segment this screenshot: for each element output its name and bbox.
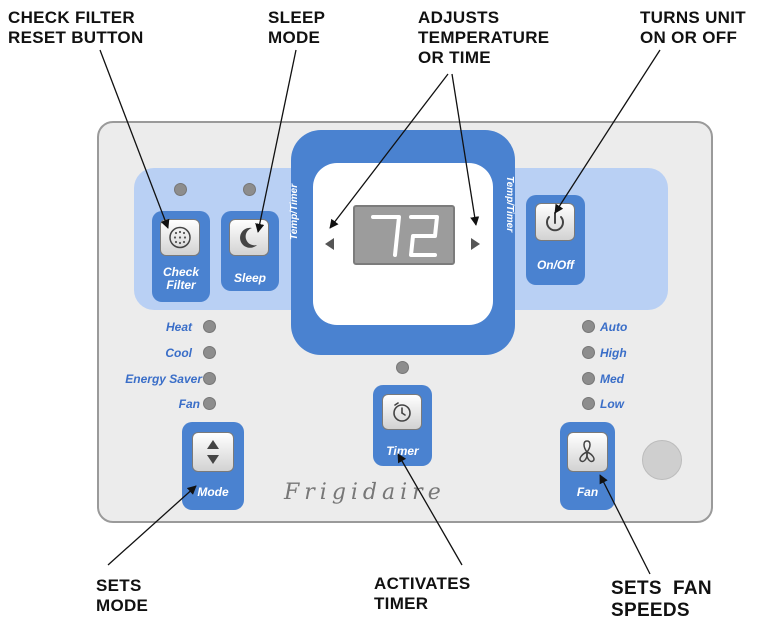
leader-sleep: [255, 49, 297, 233]
remote-sensor: [642, 440, 682, 480]
mode-option-energy-saver: Energy Saver: [125, 372, 202, 386]
auto-led: [582, 320, 595, 333]
fan-option-high: High: [600, 346, 627, 360]
fan-mode-led: [203, 397, 216, 410]
mode-option-cool: Cool: [165, 346, 192, 360]
mode-face[interactable]: [192, 432, 234, 472]
mode-option-heat: Heat: [165, 320, 192, 334]
moon-icon: [240, 227, 257, 248]
callout-activates-timer: ACTIVATES TIMER: [374, 574, 471, 613]
leader-power: [554, 49, 661, 214]
power-face[interactable]: [535, 203, 575, 241]
callout-sets-mode: SETS MODE: [96, 576, 149, 615]
arrow-right-icon[interactable]: [471, 238, 480, 250]
callout-fan-speeds: SETS FAN SPEEDS: [611, 578, 712, 621]
timer-led: [396, 361, 409, 374]
fan-option-auto: Auto: [600, 320, 628, 334]
mode-option-fan: Fan: [178, 397, 200, 411]
display-digits: [371, 215, 439, 257]
check-filter-face[interactable]: [160, 219, 200, 256]
display-frame: Temp/Timer Temp/Timer 72: [289, 130, 515, 355]
leader-adjusts-right: [451, 73, 480, 226]
leader-timer: [397, 453, 463, 566]
temperature-display: 72: [353, 205, 455, 265]
callout-sleep: SLEEP MODE: [268, 8, 326, 47]
leader-adjusts-left: [329, 73, 449, 229]
display-window: 72: [313, 163, 493, 325]
high-led: [582, 346, 595, 359]
callout-adjusts: ADJUSTS TEMPERATURE OR TIME: [418, 8, 550, 67]
low-led: [582, 397, 595, 410]
fan-icon: [579, 440, 595, 463]
mode-button[interactable]: Mode: [182, 422, 244, 510]
sleep-label: Sleep: [233, 271, 266, 285]
heat-led: [203, 320, 216, 333]
check-filter-button[interactable]: Check Filter: [152, 211, 210, 302]
energy-saver-led: [203, 372, 216, 385]
updown-arrows-icon: [207, 440, 219, 464]
cool-led: [203, 346, 216, 359]
check-filter-led: [174, 183, 187, 196]
fan-option-low: Low: [600, 397, 624, 411]
brand-logo: Frigidaire: [284, 480, 446, 505]
fan-button[interactable]: Fan: [560, 422, 615, 510]
timer-label: Timer: [386, 444, 419, 458]
timer-icon: [393, 402, 411, 422]
power-icon: [546, 212, 564, 232]
filter-icon: [169, 226, 191, 249]
callout-check-filter: CHECK FILTER RESET BUTTON: [8, 8, 144, 47]
arrow-left-icon[interactable]: [325, 238, 334, 250]
med-led: [582, 372, 595, 385]
fan-label: Fan: [576, 485, 599, 499]
leader-mode: [107, 485, 197, 566]
timer-button[interactable]: Timer: [373, 385, 432, 466]
leader-fan: [599, 474, 651, 575]
fan-face[interactable]: [567, 432, 608, 472]
leader-check-filter: [99, 49, 170, 229]
timer-face[interactable]: [382, 394, 422, 430]
callout-power: TURNS UNIT ON OR OFF: [640, 8, 746, 47]
sleep-button[interactable]: Sleep: [221, 211, 279, 291]
power-label: On/Off: [536, 258, 575, 272]
sleep-led: [243, 183, 256, 196]
check-filter-label: Check Filter: [162, 265, 200, 292]
fan-option-med: Med: [600, 372, 624, 386]
mode-label: Mode: [197, 485, 229, 499]
